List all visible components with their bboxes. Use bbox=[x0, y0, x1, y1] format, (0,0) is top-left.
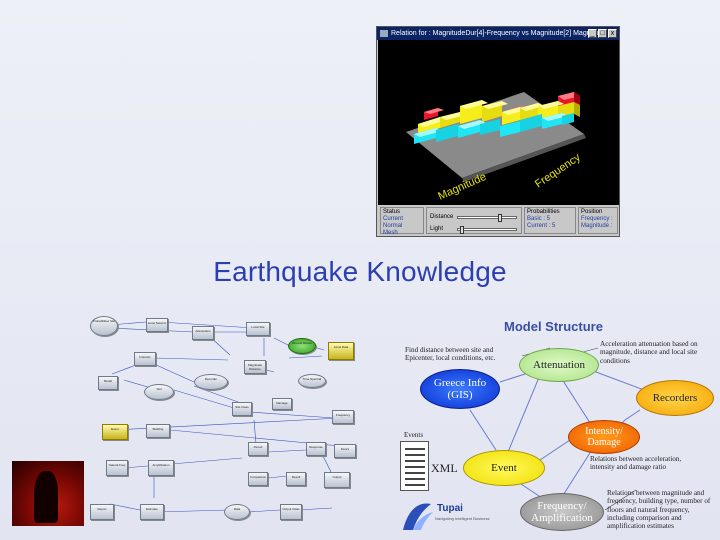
relation-window[interactable]: Relation for : MagnitudeDur[4]-Frequency… bbox=[376, 26, 620, 237]
diagram-node[interactable]: Local Site bbox=[246, 322, 270, 336]
tupai-logo: Tupai Navigating Intelligent Business bbox=[399, 498, 499, 538]
light-slider[interactable] bbox=[457, 226, 517, 234]
diagram-node[interactable]: Level Seismic bbox=[146, 318, 168, 332]
axis-frequency: Frequency bbox=[533, 151, 583, 190]
diagram-node[interactable]: Time Spectral bbox=[298, 374, 326, 388]
frequency-line1: Frequency/ bbox=[537, 500, 587, 512]
note-relations-acceleration: Relations between acceleration, intensit… bbox=[590, 455, 682, 472]
diagram-node[interactable]: Damage bbox=[272, 398, 292, 410]
diagram-node[interactable]: Site Class bbox=[232, 402, 252, 416]
minimize-button[interactable]: _ bbox=[588, 29, 597, 38]
close-button[interactable]: x bbox=[608, 29, 617, 38]
greece-info-line2: (GIS) bbox=[447, 389, 473, 401]
diagram-node[interactable]: Intensity bbox=[134, 352, 156, 366]
app-icon bbox=[380, 30, 388, 37]
nebula-thumbnail bbox=[12, 461, 84, 526]
diagram-node[interactable]: Frequency bbox=[332, 410, 354, 424]
slider-group: Distance Light bbox=[426, 207, 522, 234]
position-group: Position Frequency : Magnitude : bbox=[578, 207, 618, 234]
frequency-line2: Amplification bbox=[531, 512, 593, 524]
basic-value: Basic : 5 bbox=[527, 216, 551, 222]
greece-info-line1: Greece Info bbox=[433, 377, 487, 389]
note-acceleration: Acceleration attenuation based on magnit… bbox=[600, 340, 698, 365]
greece-info-node[interactable]: Greece Info (GIS) bbox=[420, 369, 500, 409]
distance-label: Distance bbox=[430, 214, 454, 220]
intensity-damage-node[interactable]: Intensity/ Damage bbox=[568, 420, 640, 454]
probabilities-group: Probabilities Basic : 5 Current : 5 bbox=[524, 207, 576, 234]
diagram-node[interactable]: Accel Data bbox=[328, 342, 354, 360]
mode-value: Mesh bbox=[383, 230, 398, 236]
diagram-node[interactable]: Probabilities Site bbox=[90, 316, 118, 336]
model-structure-title: Model Structure bbox=[504, 319, 603, 334]
diagram-node[interactable]: Report bbox=[90, 504, 114, 520]
diagram-node[interactable]: Building bbox=[146, 424, 170, 438]
3d-bar-surface: Magnitude Frequency bbox=[406, 92, 586, 203]
yellow-bars bbox=[418, 100, 580, 135]
control-panel: Status Current Normal Mesh Distance Ligh… bbox=[378, 206, 619, 236]
base-edge bbox=[462, 134, 586, 182]
status-group: Status Current Normal Mesh bbox=[380, 207, 424, 236]
diagram-node[interactable]: Period bbox=[248, 442, 268, 456]
xml-label: XML bbox=[431, 461, 458, 475]
diagram-node[interactable]: Result bbox=[286, 472, 306, 486]
distance-slider-thumb[interactable] bbox=[498, 214, 502, 222]
diagram-node[interactable]: Magnitude Distance bbox=[244, 360, 266, 374]
note-relations-magnitude: Relations between magnitude and frequenc… bbox=[607, 489, 711, 531]
status-label: Status bbox=[383, 209, 401, 215]
diagram-node[interactable]: Ground Motion bbox=[288, 338, 316, 354]
tupai-logo-icon bbox=[403, 503, 433, 530]
maximize-button[interactable]: □ bbox=[598, 29, 607, 38]
intensity-line2: Damage bbox=[587, 437, 621, 448]
diagram-node[interactable]: Event bbox=[102, 424, 128, 440]
tupai-name: Tupai bbox=[437, 503, 463, 514]
frequency-amplification-node[interactable]: Frequency/ Amplification bbox=[520, 493, 604, 531]
event-node[interactable]: Event bbox=[463, 450, 545, 486]
window-titlebar[interactable]: Relation for : MagnitudeDur[4]-Frequency… bbox=[377, 27, 619, 40]
diagram-node[interactable]: Model bbox=[98, 376, 118, 390]
diagram-node[interactable]: Natural Freq bbox=[106, 460, 128, 476]
diagram-node[interactable]: Data bbox=[224, 504, 250, 520]
slide-title: Earthquake Knowledge bbox=[213, 256, 507, 287]
current-probability: Current : 5 bbox=[527, 223, 556, 229]
position-label: Position bbox=[581, 209, 603, 215]
diagram-node[interactable]: Floors bbox=[334, 444, 356, 458]
probabilities-label: Probabilities bbox=[527, 209, 560, 215]
nebula-silhouette bbox=[34, 471, 58, 523]
diagram-node[interactable]: Comparison bbox=[248, 472, 268, 486]
knowledge-network-diagram: Probabilities Site Level Seismic Attenua… bbox=[84, 308, 374, 530]
current-label: Current bbox=[383, 216, 404, 222]
tupai-tagline: Navigating Intelligent Business bbox=[435, 516, 490, 521]
3d-plot-area[interactable]: Magnitude Frequency bbox=[378, 40, 619, 205]
events-label: Events bbox=[404, 431, 424, 439]
window-title: Relation for : MagnitudeDur[4]-Frequency… bbox=[391, 30, 606, 37]
attenuation-node[interactable]: Attenuation bbox=[519, 348, 599, 382]
magnitude-position: Magnitude : bbox=[581, 223, 613, 229]
intensity-line1: Intensity/ bbox=[585, 426, 623, 437]
cyan-bars bbox=[414, 113, 574, 144]
diagram-node[interactable]: Recorder bbox=[194, 374, 228, 390]
diagram-node[interactable]: Output bbox=[324, 472, 350, 488]
recorders-node[interactable]: Recorders bbox=[636, 380, 714, 416]
events-document-icon bbox=[400, 441, 429, 491]
light-slider-thumb[interactable] bbox=[460, 226, 464, 234]
light-label: Light bbox=[430, 226, 444, 232]
diagram-node[interactable]: Output Class bbox=[280, 504, 302, 520]
diagram-node[interactable]: Estimate bbox=[140, 504, 164, 520]
diagram-node[interactable]: Response bbox=[306, 442, 326, 456]
current-value: Normal bbox=[383, 223, 403, 229]
note-find-distance: Find distance between site and Epicenter… bbox=[405, 346, 496, 363]
diagram-node[interactable]: Amplification bbox=[148, 460, 174, 476]
diagram-node[interactable]: Soil bbox=[144, 384, 174, 400]
diagram-node[interactable]: Attenuation bbox=[192, 326, 214, 340]
frequency-position: Frequency : bbox=[581, 216, 613, 222]
distance-slider[interactable] bbox=[457, 214, 517, 222]
